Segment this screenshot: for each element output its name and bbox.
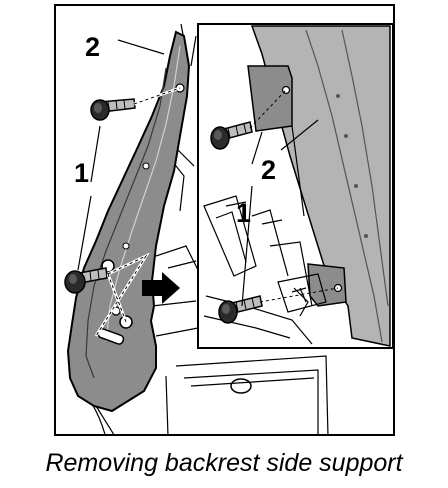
callout-part-2-inset: 2 [261, 155, 276, 185]
bolt-lower-main [64, 267, 108, 294]
handle-cutout [230, 378, 252, 394]
leader-lines [77, 39, 319, 307]
bolt-upper-inset [210, 121, 253, 150]
bolt-upper-main [90, 98, 136, 121]
bolt-lower-inset [218, 295, 263, 324]
callout-part-1-inset: 1 [236, 198, 251, 228]
figure-caption: Removing backrest side support [45, 449, 403, 477]
direction-arrow [142, 272, 180, 304]
detail-inset [197, 23, 393, 349]
installation-guide-lines-dark [95, 87, 181, 337]
backrest-side-support [66, 30, 191, 413]
figure-frame: 2 1 2 1 [54, 4, 395, 436]
bracket-upper-inset [247, 65, 293, 132]
callout-part-2-main: 2 [85, 32, 100, 62]
callout-part-1-main: 1 [74, 158, 89, 188]
illustration: 2 1 2 1 [64, 23, 393, 434]
